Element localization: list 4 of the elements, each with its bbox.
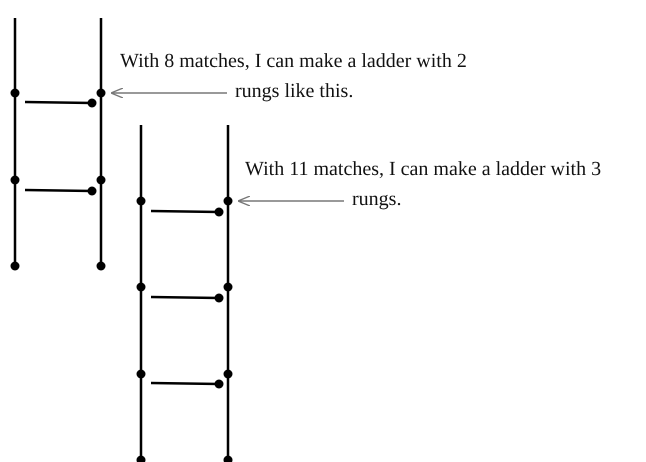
arrow: [110, 87, 227, 99]
note-text: With 8 matches, I can make a ladder with 2 rungs like this.: [120, 46, 492, 106]
note-text: With 11 matches, I can make a ladder with 3 rungs.: [245, 154, 635, 214]
arrow: [237, 195, 344, 207]
